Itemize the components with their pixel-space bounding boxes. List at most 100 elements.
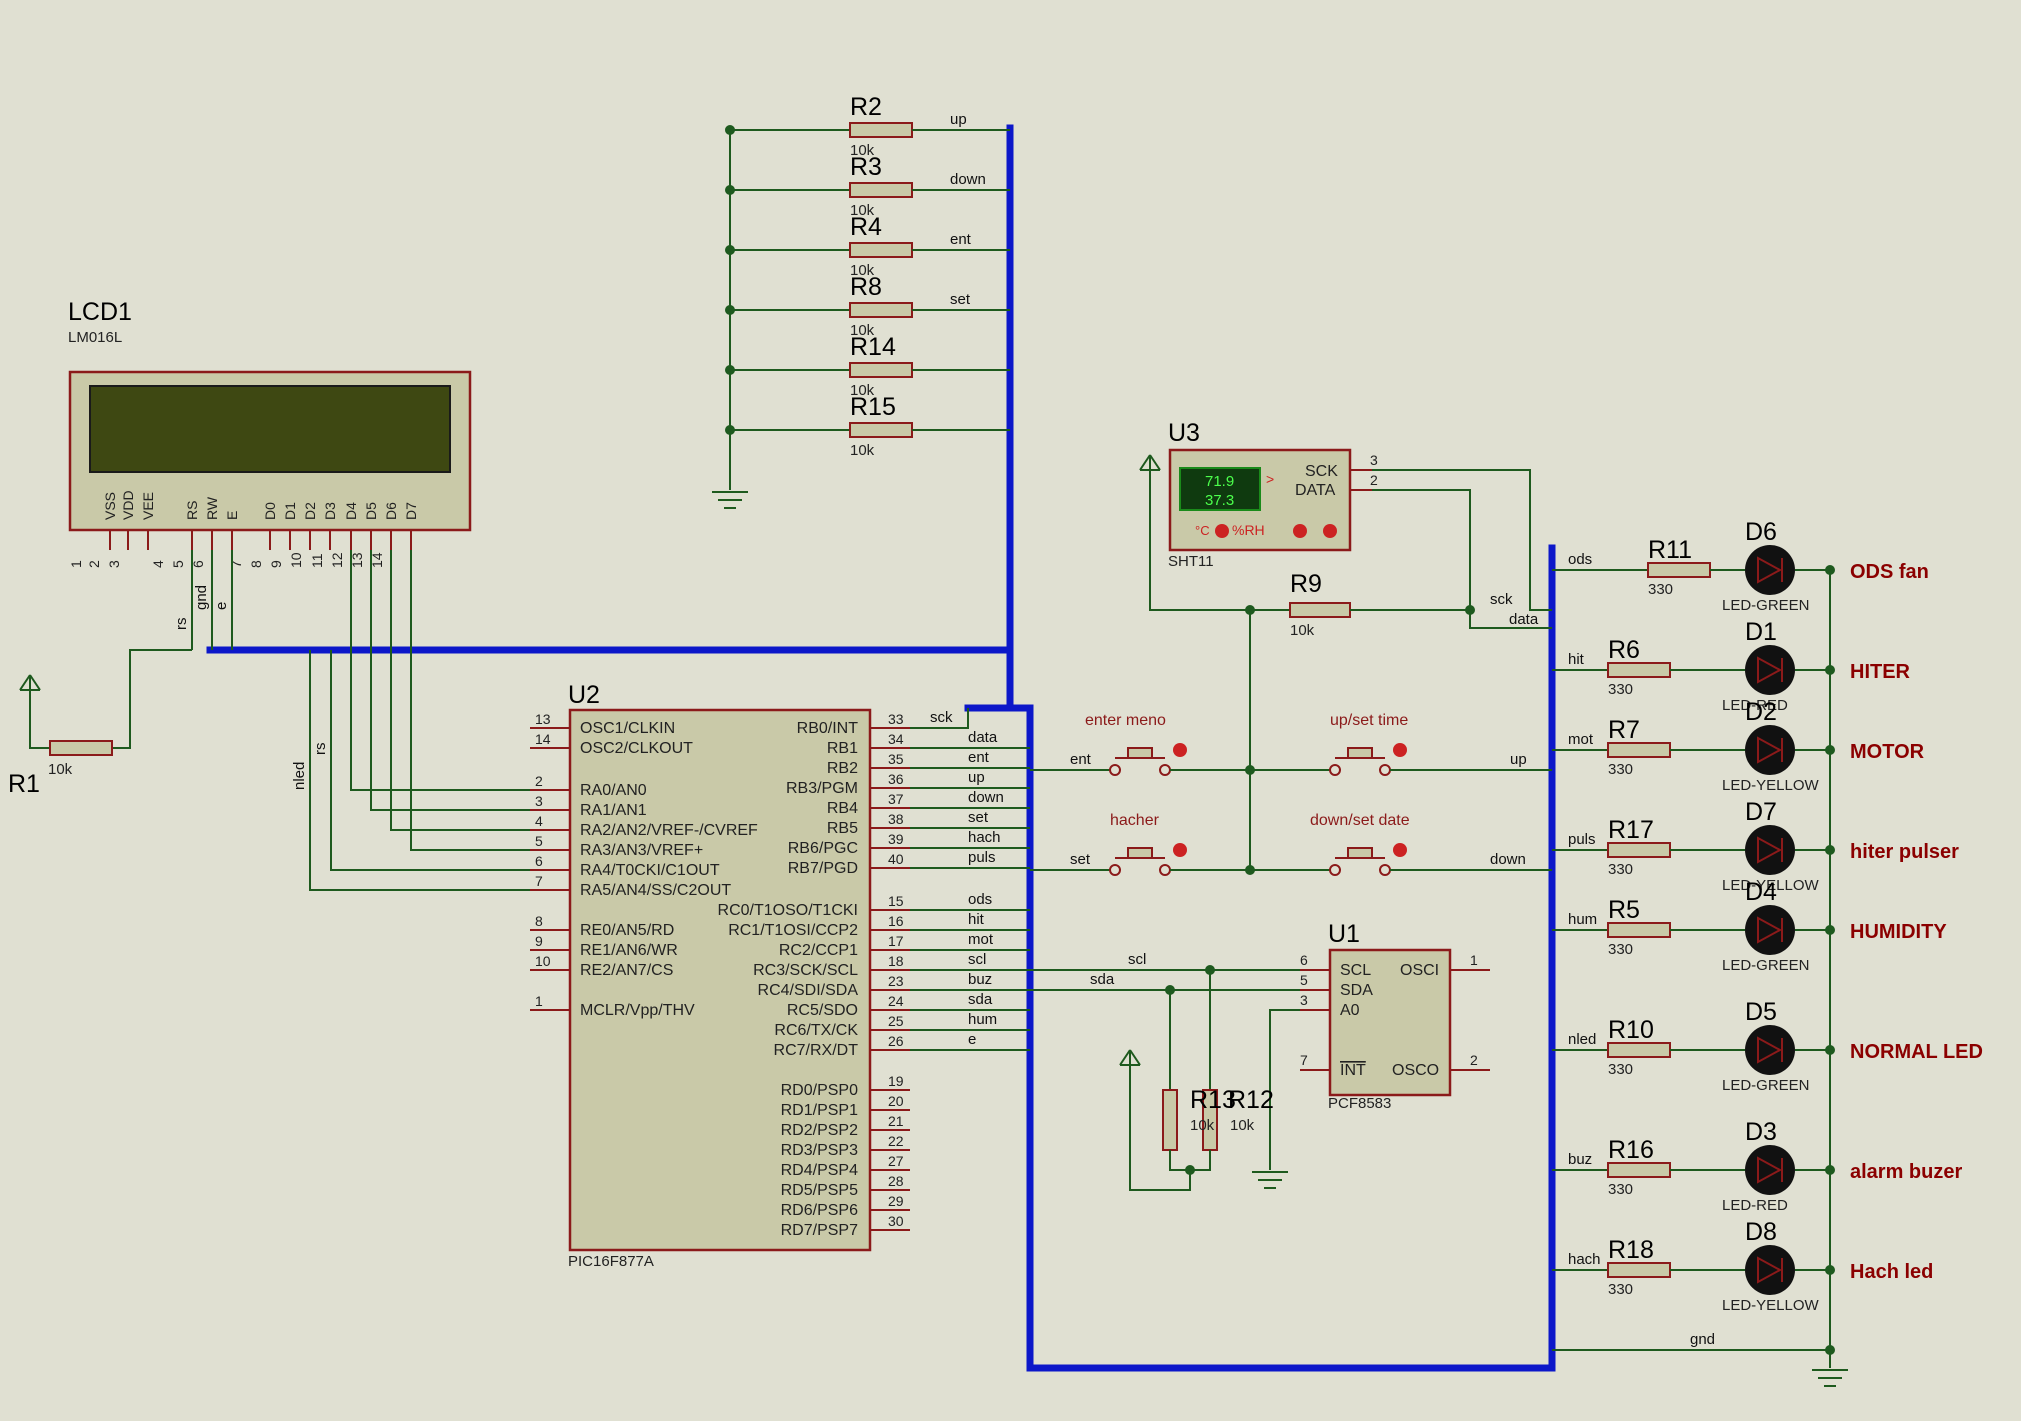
resistor-val: 10k xyxy=(850,322,875,339)
lcd-pin-number: 3 xyxy=(106,560,122,568)
u1-osco: OSCO xyxy=(1392,1062,1439,1079)
u2-right-pin-label: RB3/PGM xyxy=(786,780,858,797)
net-label: down xyxy=(968,789,1004,806)
u2-right-pin-number: 22 xyxy=(888,1133,904,1149)
u2-right-pin-number: 18 xyxy=(888,953,904,969)
u2-right-pin-number: 29 xyxy=(888,1193,904,1209)
u2-right-pin-number: 35 xyxy=(888,751,904,767)
led-resistor-val: 330 xyxy=(1608,861,1633,878)
u2-left-pin-label: RA1/AN1 xyxy=(580,802,647,819)
u2-right-pin-number: 40 xyxy=(888,851,904,867)
u2-left-pin-number: 2 xyxy=(535,773,543,789)
u2-right-pin-label: RC0/T1OSO/T1CKI xyxy=(718,902,858,919)
net-label: mot xyxy=(968,931,994,948)
u2-right-pin-label: RD1/PSP1 xyxy=(781,1102,858,1119)
r12-ref: R12 xyxy=(1228,1086,1274,1114)
led-ref: D6 xyxy=(1745,518,1777,546)
net-label: ent xyxy=(950,231,972,248)
lcd-pin-number: 11 xyxy=(309,553,325,568)
led-type: LED-YELLOW xyxy=(1722,777,1820,794)
u2-left-pin-number: 5 xyxy=(535,833,543,849)
led-icon xyxy=(1745,645,1795,695)
u3-temp: 71.9 xyxy=(1205,473,1234,490)
i2c-pullups: R13 10k R12 10k xyxy=(1119,965,1274,1191)
u2-right-pin-label: RC2/CCP1 xyxy=(779,942,858,959)
resistor-ref: R2 xyxy=(850,93,882,121)
net-label: hit xyxy=(1568,651,1585,668)
led-resistor-ref: R16 xyxy=(1608,1136,1654,1164)
lcd-pin-label: D5 xyxy=(363,502,379,520)
lcd1: LCD1 LM016L VSS1VDD2VEE3RS4RW5E6D07D18D2… xyxy=(68,298,472,568)
lcd-pin-number: 2 xyxy=(86,560,102,568)
net-label: up xyxy=(1510,751,1527,768)
u2-left-pin-label: RA3/AN3/VREF+ xyxy=(580,842,703,859)
lcd-pin-label: VSS xyxy=(102,492,118,520)
net-label: data xyxy=(968,729,998,746)
u2-right-pin-label: RC4/SDI/SDA xyxy=(758,982,859,999)
led-resistor-ref: R18 xyxy=(1608,1236,1654,1264)
resistor-val: 10k xyxy=(850,382,875,399)
led-resistor-ref: R10 xyxy=(1608,1016,1654,1044)
u2-right-pin-label: RC5/SDO xyxy=(787,1002,858,1019)
net-label: puls xyxy=(968,849,996,866)
u3-hum: 37.3 xyxy=(1205,492,1234,509)
net-label: ent xyxy=(1070,751,1092,768)
u2-left-pin-number: 6 xyxy=(535,853,543,869)
u3-up-icon xyxy=(1293,524,1307,538)
u1-body xyxy=(1328,948,1452,1097)
resistor-val: 10k xyxy=(850,262,875,279)
net-label: ent xyxy=(968,749,990,766)
lcd-pin-label: RW xyxy=(204,496,220,520)
lcd-pin-number: 9 xyxy=(268,560,284,568)
net-label: up xyxy=(950,111,967,128)
led-function-label: alarm buzer xyxy=(1850,1161,1962,1183)
led-resistor-ref: R11 xyxy=(1648,536,1692,564)
r9: R9 10k xyxy=(1139,454,1470,875)
u2-right-pin-number: 24 xyxy=(888,993,904,1009)
u3-p2: 2 xyxy=(1370,472,1378,488)
led-resistor-ref: R5 xyxy=(1608,896,1640,924)
net-label: down xyxy=(950,171,986,188)
ground-icon xyxy=(1812,1369,1848,1387)
led-resistor-val: 330 xyxy=(1608,1181,1633,1198)
net-label: scl xyxy=(968,951,986,968)
u2-right-pin-number: 23 xyxy=(888,973,904,989)
u2-left-pin-label: RA5/AN4/SS/C2OUT xyxy=(580,882,731,899)
u3-p3: 3 xyxy=(1370,452,1378,468)
u2-left-pin-label: OSC2/CLKOUT xyxy=(580,740,693,757)
u1-p3: 3 xyxy=(1300,992,1308,1008)
net-label: buz xyxy=(968,971,992,988)
lcd-pin-label: RS xyxy=(184,501,200,520)
led-function-label: NORMAL LED xyxy=(1850,1041,1983,1063)
resistor-val: 10k xyxy=(850,442,875,459)
u2-right-pin-number: 16 xyxy=(888,913,904,929)
u2-right-pin-number: 38 xyxy=(888,811,904,827)
u2-left-pin-label: RA4/T0CKI/C1OUT xyxy=(580,862,720,879)
lcd-pin-label: D6 xyxy=(383,502,399,520)
net-label: sda xyxy=(968,991,993,1008)
led-resistor-val: 330 xyxy=(1648,581,1673,598)
u3-display xyxy=(1179,467,1261,511)
button-label: hacher xyxy=(1110,812,1160,829)
net-label: hit xyxy=(968,911,985,928)
net-rs-label: rs xyxy=(173,618,190,631)
bus-lines xyxy=(206,124,1556,1372)
u2-left-pin-number: 1 xyxy=(535,993,543,1009)
net-sck-label: sck xyxy=(1490,591,1513,608)
lcd-pin-number: 5 xyxy=(170,560,186,568)
u2-right-pin-label: RD0/PSP0 xyxy=(781,1082,858,1099)
led-type: LED-RED xyxy=(1722,1197,1788,1214)
lcd-pin-number: 12 xyxy=(329,552,345,568)
u2-right-pin-label: RC7/RX/DT xyxy=(774,1042,859,1059)
led-icon xyxy=(1745,1245,1795,1295)
net-label: sck xyxy=(930,709,953,726)
u3-ref: U3 xyxy=(1168,419,1200,447)
ground-icon xyxy=(712,491,748,509)
r9-ref: R9 xyxy=(1290,570,1322,598)
u2-left-pin-label: RA2/AN2/VREF-/CVREF xyxy=(580,822,758,839)
u2-right-pin-number: 39 xyxy=(888,831,904,847)
u2-right-pin-number: 20 xyxy=(888,1093,904,1109)
lcd-pin-number: 4 xyxy=(150,560,166,568)
